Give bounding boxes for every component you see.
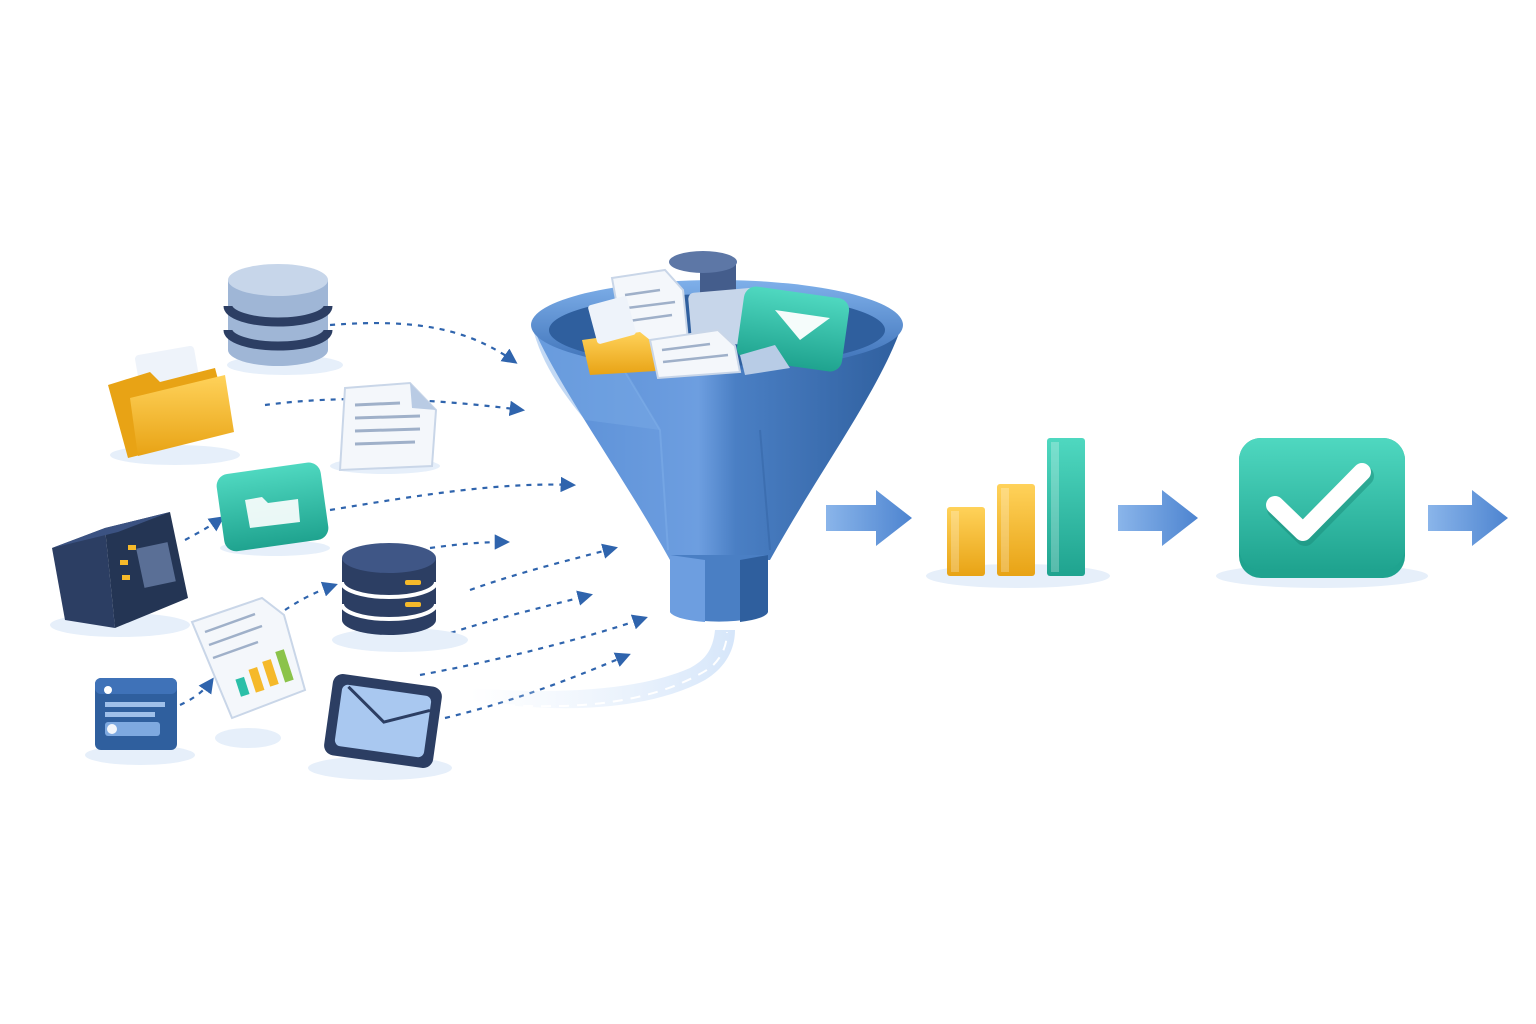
funnel-contents <box>582 251 850 380</box>
output-stream <box>470 630 735 709</box>
bar-highlight <box>1001 488 1009 572</box>
arrow-right-icon <box>826 490 912 546</box>
bar-highlight <box>1051 442 1059 572</box>
arrow-right-icon <box>1428 490 1508 546</box>
folder-icon <box>108 345 240 465</box>
bar <box>1047 438 1085 576</box>
bar <box>997 484 1035 576</box>
flow-line <box>284 581 338 611</box>
flow-line <box>429 590 593 642</box>
database-icon <box>332 543 468 652</box>
flow-line <box>444 652 631 720</box>
funnel <box>531 251 903 622</box>
flow-line <box>329 321 518 364</box>
report-chart-icon <box>190 596 307 748</box>
id-card-icon <box>85 678 195 765</box>
bar <box>947 507 985 576</box>
bar-chart-icon <box>926 438 1110 588</box>
flow-line <box>469 543 618 592</box>
arrow-right-icon <box>1118 490 1198 546</box>
teal-folder-card-icon <box>216 462 330 556</box>
email-icon <box>308 674 452 780</box>
flow-line <box>184 516 225 541</box>
flow-line <box>329 476 577 512</box>
flow-line <box>429 534 511 550</box>
checkmark-icon <box>1216 438 1428 588</box>
output-arrows <box>826 490 1508 546</box>
document-icon <box>330 381 440 474</box>
server-icon <box>50 512 190 637</box>
flow-line <box>179 677 214 706</box>
database-icon <box>223 264 343 375</box>
bar-highlight <box>951 511 959 572</box>
